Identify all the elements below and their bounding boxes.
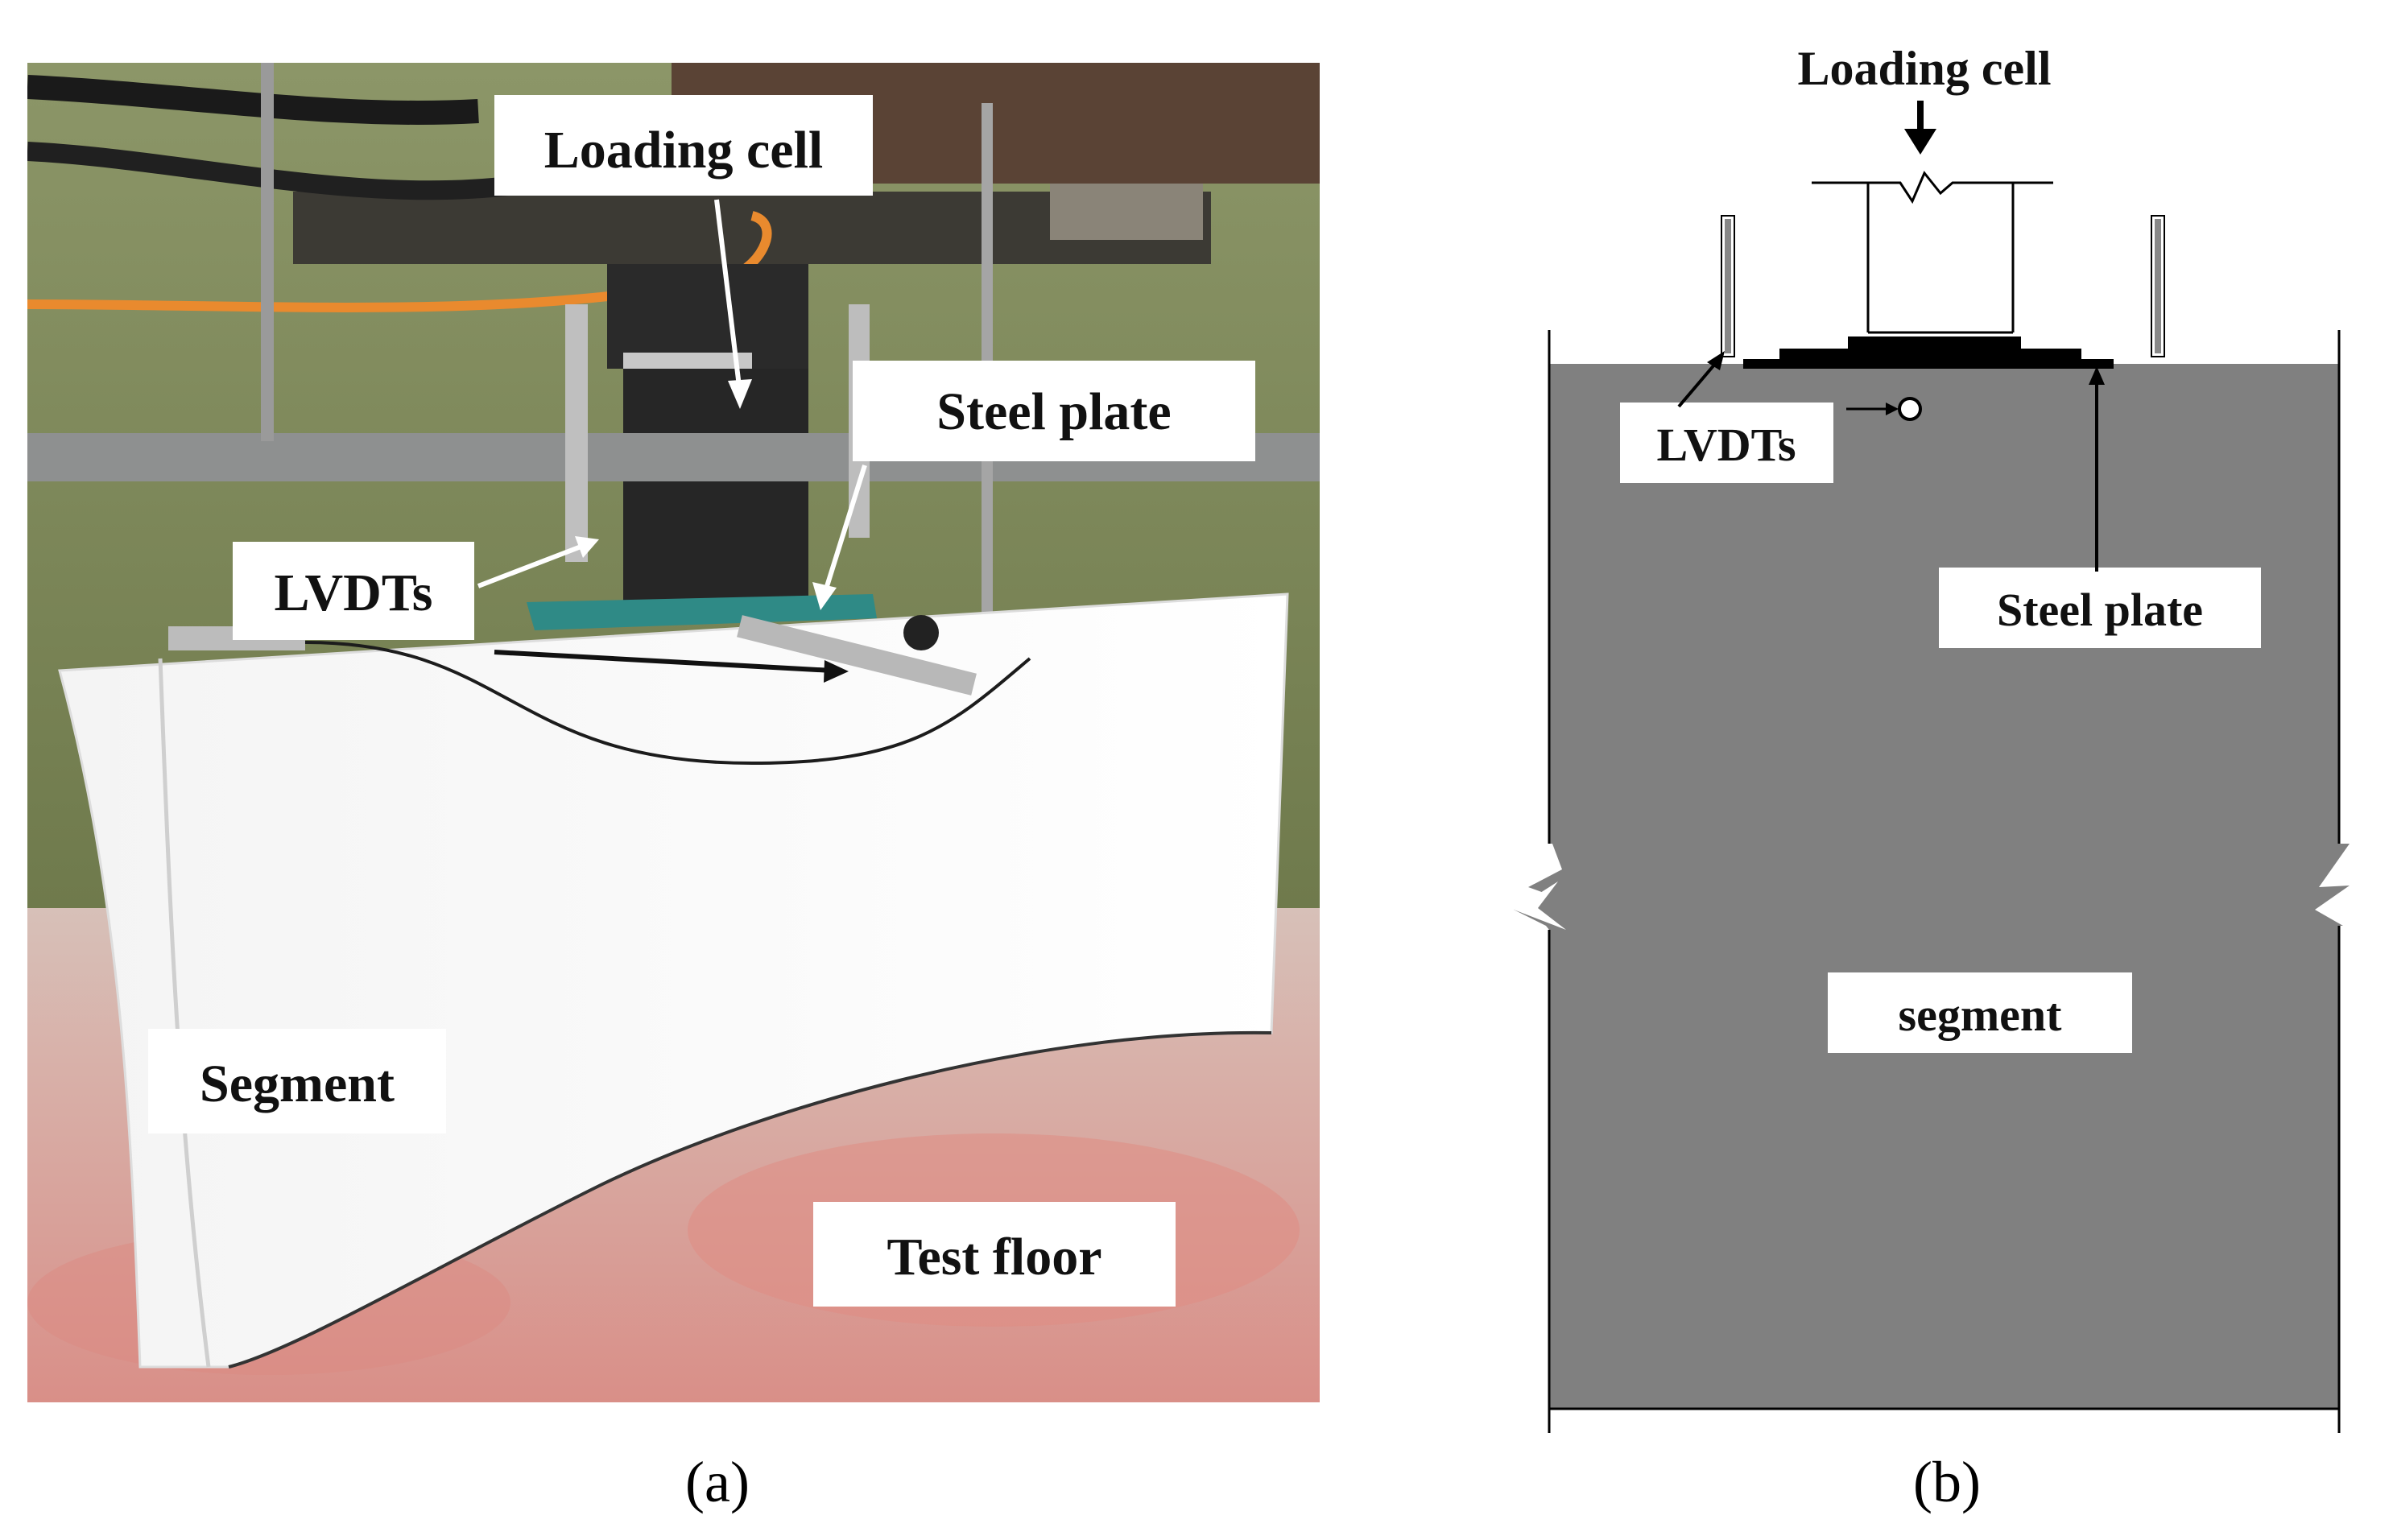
label-loading-cell-b: Loading cell xyxy=(1797,42,2051,95)
arrow-lvdts-b xyxy=(1677,351,1725,408)
svg-text:Test floor: Test floor xyxy=(887,1228,1101,1286)
lvdt-left-b xyxy=(1721,215,1735,357)
photo-panel-a: Loading cell Steel plate LVDTs Segment T… xyxy=(27,63,1320,1402)
segment-outline xyxy=(1548,330,2341,1433)
loading-cell-ram xyxy=(623,369,808,618)
hydraulic-hose xyxy=(27,75,479,125)
label-segment-b: segment xyxy=(1828,972,2132,1053)
lvdt-clamp xyxy=(903,615,939,650)
arrow-lvdts-upper-a xyxy=(477,536,599,588)
caption-b: (b) xyxy=(1913,1450,1981,1514)
lvdt-tube xyxy=(737,615,977,696)
diagram-panel-b: Loading cell xyxy=(1514,0,2393,1449)
segment-body-b xyxy=(1514,364,2350,1409)
svg-text:Loading cell: Loading cell xyxy=(544,121,824,180)
label-steel-plate-b: Steel plate xyxy=(1939,568,2261,648)
svg-text:Steel plate: Steel plate xyxy=(936,382,1171,441)
frame-plate xyxy=(1050,184,1203,240)
label-lvdts-a: LVDTs xyxy=(233,542,474,640)
label-segment-a: Segment xyxy=(148,1029,446,1133)
segment-edge xyxy=(158,658,211,1368)
label-steel-plate-a: Steel plate xyxy=(853,361,1255,461)
loading-cell-body xyxy=(607,264,808,369)
svg-text:Steel plate: Steel plate xyxy=(1997,584,2203,636)
arrow-steel-plate-a xyxy=(812,464,867,610)
photo-illustration: Loading cell Steel plate LVDTs Segment T… xyxy=(27,63,1320,1402)
arrow-load xyxy=(1904,101,1936,155)
orange-cable xyxy=(27,211,772,312)
svg-text:Segment: Segment xyxy=(200,1055,395,1113)
lvdt-rod xyxy=(565,304,588,562)
arrow-loading-cell-a xyxy=(714,199,752,409)
break-mark-right xyxy=(2343,869,2393,934)
svg-text:LVDTs: LVDTs xyxy=(1656,419,1796,471)
hydraulic-hose xyxy=(27,142,528,200)
lvdt-right-b xyxy=(2151,215,2165,357)
label-loading-cell-a: Loading cell xyxy=(494,95,873,196)
schematic-diagram: Loading cell xyxy=(1514,42,2393,1433)
svg-text:LVDTs: LVDTs xyxy=(275,564,433,622)
stand-rod xyxy=(261,63,274,441)
break-mark-left xyxy=(1514,881,1566,930)
segment-bottom-edge xyxy=(228,1030,1272,1369)
label-lvdts-b: LVDTs xyxy=(1620,403,1833,483)
lvdt-marker-b xyxy=(1846,397,1922,421)
svg-text:segment: segment xyxy=(1899,989,2063,1041)
steel-plate-photo xyxy=(527,594,877,630)
caption-a: (a) xyxy=(685,1450,750,1514)
arrow-lvdts-lower-a xyxy=(494,650,849,683)
steel-plate-b xyxy=(1743,336,2114,369)
label-test-floor-a: Test floor xyxy=(813,1202,1176,1307)
lvdt-wire xyxy=(304,641,1031,766)
loading-cell-outline xyxy=(1812,171,2053,334)
arrow-steel-plate-b xyxy=(2089,366,2105,572)
